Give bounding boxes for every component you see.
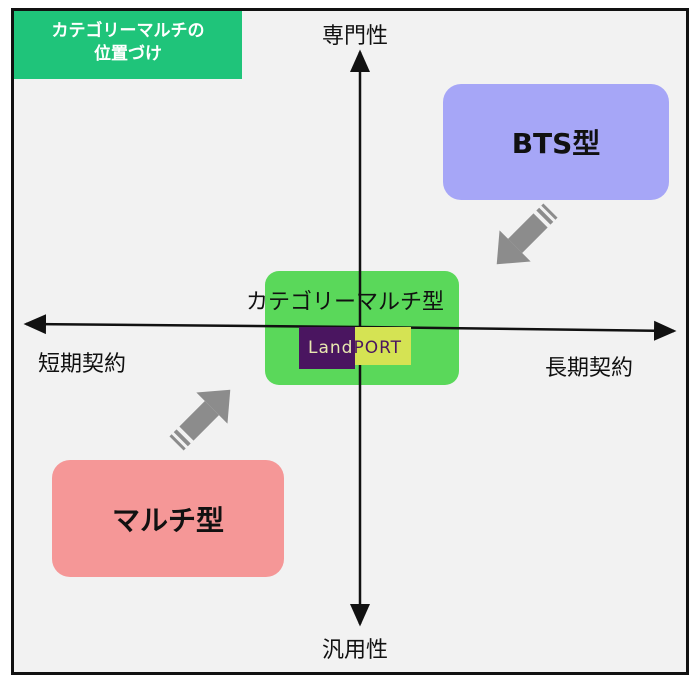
- axis-label-top: 専門性: [322, 24, 389, 49]
- axis-label-bottom: 汎用性: [322, 638, 389, 663]
- title-tag-line1: カテゴリーマルチの: [51, 21, 205, 41]
- logo-text-land: Land: [307, 338, 354, 358]
- multi-label: マルチ型: [111, 503, 224, 537]
- horizontal-axis-left: [23, 314, 361, 335]
- logo-text-port: PORT: [353, 338, 403, 358]
- horizontal-axis: [359, 320, 677, 341]
- axis-label-right: 長期契約: [545, 356, 634, 381]
- bts-box: BTS型: [443, 84, 669, 200]
- title-tag: カテゴリーマルチの 位置づけ: [14, 11, 242, 79]
- bts-label: BTS型: [511, 127, 601, 160]
- landport-logo: LandPORT: [299, 327, 411, 369]
- category-multi-label: カテゴリーマルチ型: [246, 290, 445, 315]
- arrow-multi-to-center: [169, 389, 231, 451]
- title-tag-line2: 位置づけ: [94, 44, 162, 64]
- arrow-bts-to-center: [496, 203, 558, 265]
- multi-box: マルチ型: [52, 460, 284, 577]
- logo-right-block: [355, 327, 411, 365]
- logo-left-block: [299, 327, 355, 369]
- axis-label-left: 短期契約: [38, 352, 127, 377]
